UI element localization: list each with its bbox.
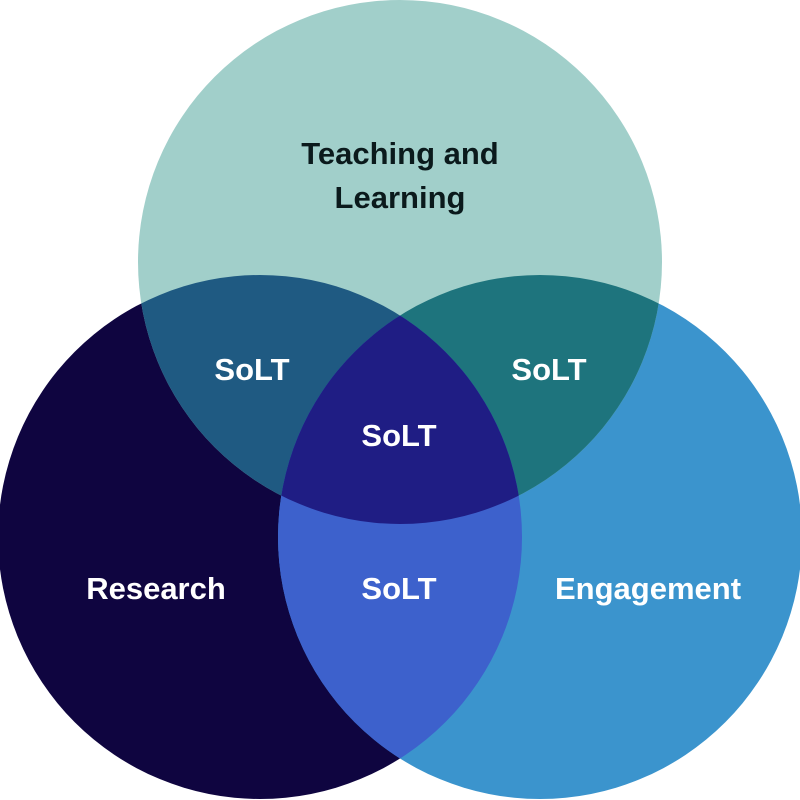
label-teaching-learning-line1: Teaching and bbox=[301, 136, 499, 171]
label-solt-teaching-engagement: SoLT bbox=[511, 352, 586, 387]
label-engagement: Engagement bbox=[555, 571, 741, 606]
label-solt-all-three: SoLT bbox=[361, 418, 436, 453]
label-solt-teaching-research: SoLT bbox=[214, 352, 289, 387]
label-research: Research bbox=[86, 571, 226, 606]
overlap-all-three bbox=[278, 275, 522, 524]
label-solt-research-engagement: SoLT bbox=[361, 571, 436, 606]
label-teaching-learning-line2: Learning bbox=[335, 180, 466, 215]
